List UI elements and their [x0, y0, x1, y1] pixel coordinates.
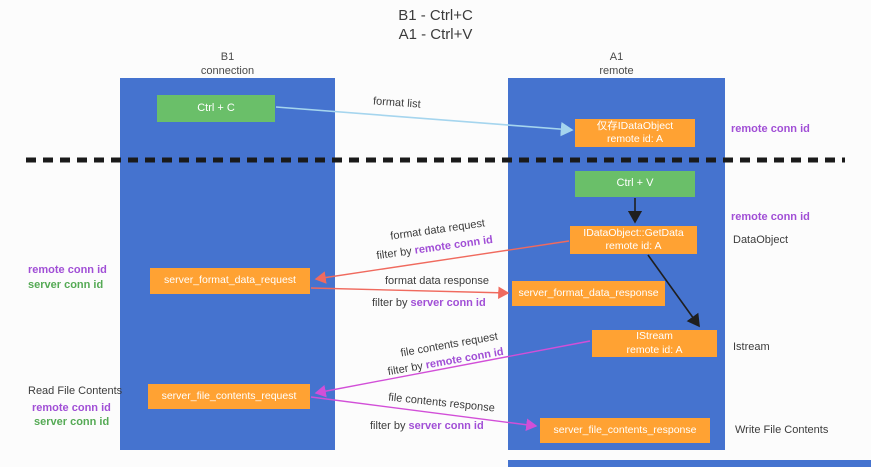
- label-read-file-contents: Read File Contents: [28, 385, 123, 397]
- diagram-title: B1 - Ctrl+C A1 - Ctrl+V: [0, 6, 871, 44]
- arrow-format-data-response: [310, 286, 510, 300]
- node-server-file-contents-response: server_file_contents_response: [540, 418, 710, 443]
- server-conn-id-text-2: server conn id: [408, 420, 484, 432]
- node-ctrl-v-label: Ctrl + V: [616, 177, 654, 190]
- node-istream-line2: remote id: A: [626, 343, 683, 356]
- lane-header-b1-subtitle: connection: [200, 65, 255, 77]
- node-server-file-contents-request-label: server_file_contents_request: [161, 389, 297, 402]
- lane-header-a1: A1 remote: [508, 50, 725, 78]
- lane-header-a1-subtitle: remote: [599, 65, 634, 77]
- label-istream: Istream: [733, 341, 770, 353]
- edge-label-file-contents-response-text: file contents response: [387, 391, 496, 415]
- node-ctrl-v: Ctrl + V: [575, 171, 695, 197]
- node-getdata-line1: IDataObject::GetData: [583, 226, 684, 239]
- server-conn-id-text-1: server conn id: [410, 297, 486, 309]
- lane-header-a1-title: A1: [609, 51, 624, 63]
- node-istream-line1: IStream: [636, 330, 673, 343]
- node-server-format-data-request: server_format_data_request: [150, 268, 310, 294]
- label-remote-conn-id-right-mid: remote conn id: [731, 211, 810, 223]
- label-remote-conn-id-right-top: remote conn id: [731, 123, 810, 135]
- bottom-lane-strip: [508, 460, 871, 467]
- node-ctrl-c-label: Ctrl + C: [197, 101, 235, 114]
- filter-by-text-3: filter by: [386, 359, 427, 379]
- node-getdata: IDataObject::GetData remote id: A: [570, 226, 697, 254]
- node-server-format-data-request-label: server_format_data_request: [164, 274, 296, 287]
- label-server-conn-id-left-top: server conn id: [28, 279, 104, 291]
- node-idataobject-store: 仅存IDataObject remote id: A: [575, 119, 695, 147]
- diagram-title-line2: A1 - Ctrl+V: [398, 26, 473, 43]
- node-getdata-line2: remote id: A: [605, 240, 662, 252]
- diagram-title-line1: B1 - Ctrl+C: [398, 7, 473, 24]
- label-write-file-contents: Write File Contents: [735, 424, 829, 436]
- label-server-conn-id-left-bottom: server conn id: [34, 416, 110, 428]
- label-remote-conn-id-left-bottom: remote conn id: [32, 402, 111, 414]
- node-ctrl-c: Ctrl + C: [157, 95, 275, 122]
- filter-by-text-4: filter by: [370, 420, 409, 432]
- edge-label-file-contents-response: file contents response: [388, 391, 496, 414]
- node-server-file-contents-request: server_file_contents_request: [148, 384, 310, 409]
- filter-by-text-2: filter by: [372, 297, 411, 309]
- lane-header-b1: B1 connection: [120, 50, 335, 78]
- filter-by-text-1: filter by: [375, 244, 416, 263]
- node-idataobject-store-line1: 仅存IDataObject: [596, 119, 674, 132]
- edge-label-format-list: format list: [373, 95, 421, 110]
- label-dataobject: DataObject: [733, 234, 789, 246]
- node-server-format-data-response-label: server_format_data_response: [518, 286, 659, 299]
- edge-label-filter-server-1: filter by server conn id: [372, 297, 486, 309]
- edge-label-format-data-response-text: format data response: [385, 275, 489, 287]
- node-server-format-data-response: server_format_data_response: [512, 281, 665, 306]
- edge-label-format-data-response: format data response: [385, 275, 489, 287]
- node-idataobject-store-line2: remote id: A: [606, 133, 664, 145]
- lane-header-b1-title: B1: [220, 51, 235, 63]
- node-server-file-contents-response-label: server_file_contents_response: [553, 423, 697, 436]
- edge-label-filter-server-2: filter by server conn id: [370, 420, 484, 432]
- label-remote-conn-id-left-top: remote conn id: [28, 264, 107, 276]
- edge-label-format-list-text: format list: [372, 95, 422, 111]
- node-istream: IStream remote id: A: [592, 330, 717, 357]
